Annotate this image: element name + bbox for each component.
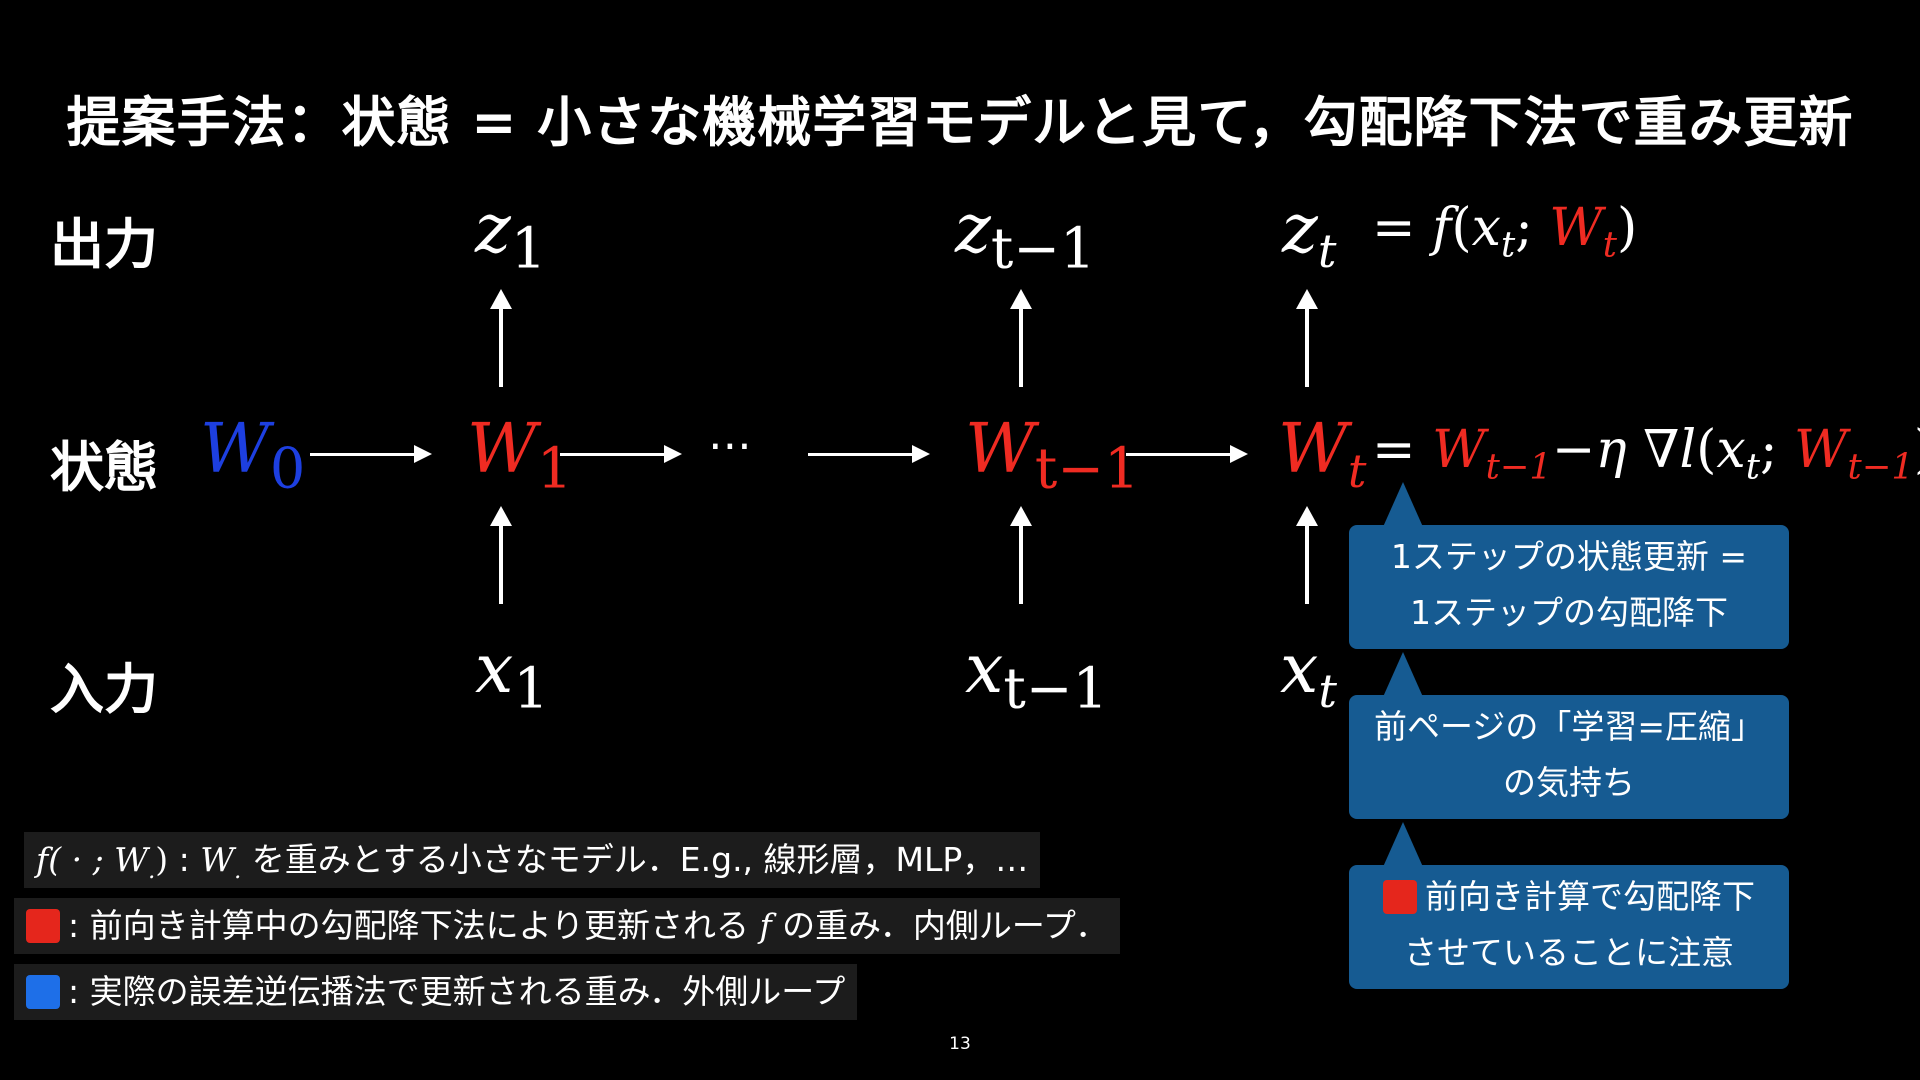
state-W-tm1: Wt−1 xyxy=(965,410,1140,502)
arrow-xt-to-Wt xyxy=(1296,506,1318,604)
callout-pointer-3 xyxy=(1383,822,1423,867)
input-x1: x1 xyxy=(475,630,549,722)
row-label-state: 状態 xyxy=(50,436,158,499)
slide-title: 提案手法：状態 = 小さな機械学習モデルと見て，勾配降下法で重み更新 xyxy=(66,91,1854,154)
update-equation: = Wt−1−η ∇l(xt; Wt−1) xyxy=(1372,420,1920,488)
callout-1-line1: 1ステップの状態更新 = xyxy=(1390,537,1748,576)
callout-forward-gradient: 前向き計算で勾配降下 させていることに注意 xyxy=(1349,865,1789,989)
note-blue-outer-loop: : 実際の誤差逆伝播法で更新される重み．外側ループ xyxy=(14,964,858,1020)
output-zt: zt xyxy=(1282,190,1337,278)
callout-pointer-1 xyxy=(1383,482,1423,527)
arrow-dots-to-Wtm1 xyxy=(808,445,930,463)
arrow-Wt-to-zt xyxy=(1296,289,1318,387)
state-Wt: Wt xyxy=(1278,410,1367,498)
note-model-definition: f( · ; W.) : W. を重みとする小さなモデル．E.g., 線形層，M… xyxy=(24,832,1041,888)
callout-1-line2: 1ステップの勾配降下 xyxy=(1410,593,1728,632)
output-z-tm1: zt−1 xyxy=(955,190,1096,282)
callout-pointer-2 xyxy=(1383,652,1423,697)
arrow-Wtm1-to-Wt xyxy=(1126,445,1248,463)
arrow-x1-to-W1 xyxy=(490,506,512,604)
input-xt: xt xyxy=(1280,630,1337,718)
state-W0: W0 xyxy=(200,410,306,502)
callout-3-line1: 前向き計算で勾配降下 xyxy=(1349,869,1789,925)
blue-square-icon xyxy=(26,975,60,1009)
state-ellipsis: ⋯ xyxy=(708,420,752,471)
callout-learning-compression: 前ページの「学習=圧縮」 の気持ち xyxy=(1349,695,1789,819)
arrow-W1-to-dots xyxy=(560,445,682,463)
callout-2-line2: の気持ち xyxy=(1503,763,1635,802)
row-label-input: 入力 xyxy=(50,658,158,721)
red-square-icon xyxy=(26,909,60,943)
page-number: 13 xyxy=(949,1034,971,1054)
arrow-xtm1-to-Wtm1 xyxy=(1010,506,1032,604)
callout-3-line2: させていることに注意 xyxy=(1404,933,1734,972)
arrow-W0-to-W1 xyxy=(310,445,432,463)
arrow-W1-to-z1 xyxy=(490,289,512,387)
output-z1: z1 xyxy=(475,190,547,282)
input-x-tm1: xt−1 xyxy=(965,630,1108,722)
arrow-Wtm1-to-ztm1 xyxy=(1010,289,1032,387)
output-equation: = f(xt; Wt) xyxy=(1372,198,1638,266)
state-W1: W1 xyxy=(467,410,573,502)
callout-2-line1: 前ページの「学習=圧縮」 xyxy=(1374,707,1764,746)
red-square-icon xyxy=(1383,880,1417,914)
note-red-inner-loop: : 前向き計算中の勾配降下法により更新される f の重み．内側ループ． xyxy=(14,898,1121,954)
callout-step-update: 1ステップの状態更新 = 1ステップの勾配降下 xyxy=(1349,525,1789,649)
row-label-output: 出力 xyxy=(50,213,158,276)
